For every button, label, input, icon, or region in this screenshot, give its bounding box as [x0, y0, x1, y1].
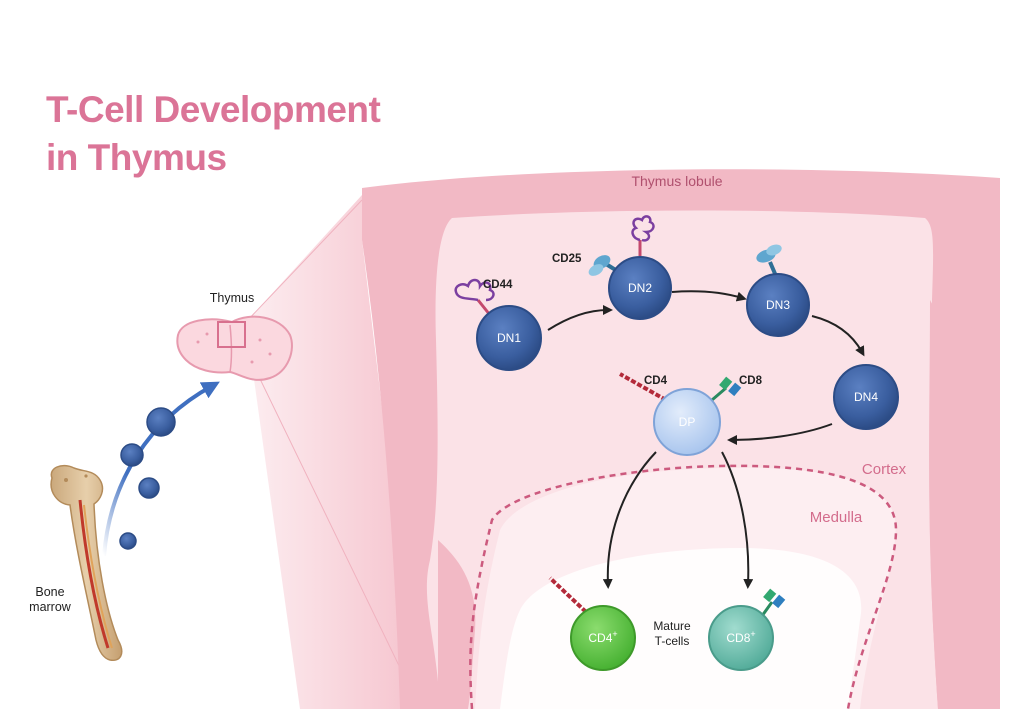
label-cortex: Cortex [862, 461, 907, 478]
label-thymus-lobule: Thymus lobule [631, 173, 722, 189]
cell-dn4 [833, 364, 899, 430]
cell-cd8-mature-label: CD8+ [726, 629, 755, 645]
cell-dn2 [608, 256, 672, 320]
arrow-dp-to-cd4 [602, 451, 657, 589]
label-mature-line2: T-cells [655, 634, 690, 648]
cd8-label-base: CD8 [726, 631, 750, 645]
lobule-septum-right [929, 300, 1000, 709]
arrow-dn2-to-dn3 [671, 290, 747, 302]
cell-dn2-label: DN2 [628, 281, 652, 295]
cell-cd4-mature [570, 605, 636, 671]
marker-cd44: CD44 [483, 279, 513, 291]
cell-cd4-mature-label: CD4+ [588, 629, 617, 645]
cell-dn3-label: DN3 [766, 298, 790, 312]
thymus-lobule [362, 169, 1000, 709]
progenitor-cell [119, 532, 137, 550]
marker-cd25: CD25 [552, 253, 582, 265]
cell-cd8-mature [708, 605, 774, 671]
progenitor-cell [138, 477, 160, 499]
cell-dp [653, 388, 721, 456]
label-mature-line1: Mature [653, 619, 691, 633]
arrow-dp-to-cd8 [721, 451, 754, 589]
cd4-receptor-icon [619, 372, 667, 402]
arrow-dn4-to-dp [727, 423, 833, 445]
title-line-2: in Thymus [46, 137, 227, 178]
zoom-cone [246, 195, 418, 709]
cd4-label-sup: + [612, 629, 617, 639]
cd44-receptor-icon [631, 215, 655, 256]
cell-dn1 [476, 305, 542, 371]
marker-cd4: CD4 [644, 375, 668, 387]
label-bone-marrow-line2: marrow [29, 600, 72, 614]
diagram-title: T-Cell Development in Thymus [46, 86, 381, 182]
cell-dn1-label: DN1 [497, 331, 521, 345]
cd4-receptor-icon [548, 576, 588, 614]
medulla-core [500, 548, 862, 709]
zoom-cone-edge [245, 199, 421, 709]
cd44-receptor-icon [454, 278, 495, 316]
cell-dp-label: DP [679, 415, 696, 429]
cortex-medulla-boundary [469, 464, 898, 709]
cell-dn3 [746, 273, 810, 337]
cd8-label-sup: + [750, 629, 755, 639]
label-thymus: Thymus [210, 291, 254, 305]
arrow-dn1-to-dn2 [547, 305, 613, 331]
title-line-1: T-Cell Development [46, 89, 381, 130]
marker-cd8: CD8 [739, 375, 763, 387]
label-medulla: Medulla [810, 509, 863, 526]
progenitor-cell [120, 443, 144, 467]
cell-dn4-label: DN4 [854, 390, 878, 404]
cd4-label-base: CD4 [588, 631, 612, 645]
cd8-receptor-icon [760, 588, 786, 617]
thymus-zoom-box [217, 321, 246, 348]
bone-femur [50, 464, 123, 662]
lobule-septum [438, 540, 476, 709]
cd8-receptor-icon [711, 376, 742, 402]
thymus-organ [176, 315, 293, 381]
arrow-dn3-to-dn4 [811, 315, 865, 357]
label-bone-marrow-line1: Bone [35, 585, 64, 599]
progenitor-cell [146, 407, 176, 437]
